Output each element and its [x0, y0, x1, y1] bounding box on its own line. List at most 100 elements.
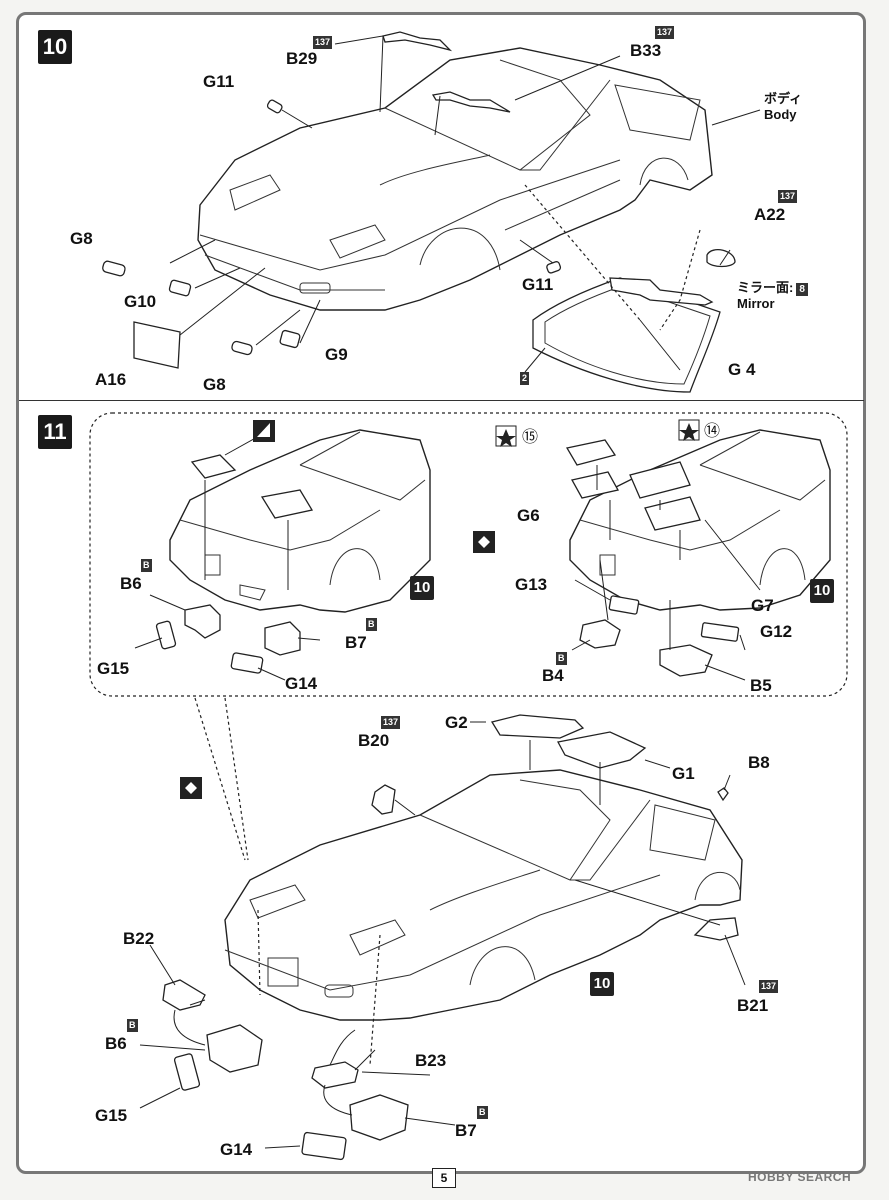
g4-tab — [609, 277, 714, 306]
g4-code: 2 — [520, 372, 530, 385]
ref-step-10-right: 10 — [810, 579, 834, 603]
label-b23: B23 — [415, 1051, 447, 1070]
g7-part — [644, 496, 701, 531]
b33-part — [431, 91, 511, 113]
ref-15: ⑮ — [522, 429, 539, 446]
b29-code: 137 — [313, 36, 333, 49]
label-b21: B21 — [737, 996, 769, 1015]
b6a-code: B — [141, 559, 152, 572]
vent-part-left — [190, 454, 237, 479]
label-b20: B20 — [358, 731, 390, 750]
label-b7-main: B7 — [455, 1121, 477, 1140]
g14a-part — [230, 652, 264, 674]
b20-code: 137 — [381, 716, 401, 729]
label-b4: B4 — [542, 666, 564, 685]
label-b5: B5 — [750, 676, 772, 695]
label-g14-detail: G14 — [285, 674, 318, 693]
ref-step-10-left: 10 — [410, 576, 434, 600]
label-a22: A22 — [754, 205, 786, 224]
ref-14: ⑭ — [704, 423, 721, 440]
b4-part — [579, 619, 621, 649]
g10-part — [168, 279, 192, 297]
b7b-part — [349, 1094, 409, 1141]
label-a16: A16 — [95, 370, 127, 389]
g4-windshield — [532, 277, 721, 393]
b33-code: 137 — [655, 26, 675, 39]
label-b8: B8 — [748, 753, 770, 772]
label-g8-bottom: G8 — [203, 375, 226, 394]
g6-top-part — [565, 439, 617, 466]
label-g10: G10 — [124, 292, 157, 311]
g7-top-part — [629, 461, 691, 499]
b7b-code: B — [477, 1106, 488, 1119]
label-g11-bottom: G11 — [522, 275, 554, 294]
b7a-code: B — [366, 618, 377, 631]
b22-part — [162, 979, 206, 1011]
assemble-direction-icon — [473, 531, 495, 553]
label-b22: B22 — [123, 929, 155, 948]
label-g7: G7 — [751, 596, 774, 615]
step-11-badge: 11 — [38, 415, 72, 449]
g1-part — [557, 731, 647, 769]
g14b-part — [301, 1131, 347, 1161]
label-g4: G 4 — [728, 360, 756, 379]
label-b6-detail: B6 — [120, 574, 142, 593]
page-frame — [16, 12, 866, 1174]
g12-part — [700, 622, 740, 642]
label-b7-detail: B7 — [345, 633, 367, 652]
label-g9: G9 — [325, 345, 348, 364]
ref-step-10-main: 10 — [590, 972, 614, 996]
label-mirror-en: Mirror — [737, 296, 775, 311]
label-b6-main: B6 — [105, 1034, 127, 1053]
label-b33: B33 — [630, 41, 662, 60]
g11a-part — [266, 99, 283, 114]
g15a-part — [155, 620, 177, 650]
label-g13: G13 — [515, 575, 548, 594]
g11b-part — [546, 261, 562, 274]
b29-part — [382, 31, 453, 52]
g15b-part — [173, 1053, 201, 1091]
label-g15-detail: G15 — [97, 659, 130, 678]
label-g2: G2 — [445, 713, 468, 732]
step-10-badge: 10 — [38, 30, 72, 64]
g8b-part — [231, 340, 253, 356]
b6b-part — [206, 1024, 263, 1073]
step10-car-body — [197, 47, 713, 311]
label-g6: G6 — [517, 506, 540, 525]
g2-part — [490, 714, 585, 739]
label-g15-main: G15 — [95, 1106, 128, 1125]
label-g12: G12 — [760, 622, 793, 641]
b5-part — [659, 644, 713, 677]
b6a-part — [184, 604, 221, 639]
b21-code: 137 — [759, 980, 779, 993]
b20-part — [371, 784, 396, 815]
b7a-part — [264, 621, 301, 656]
b23-part — [311, 1061, 359, 1089]
mirror-note: ミラー面:8 — [737, 280, 808, 296]
step11-main-car — [224, 769, 743, 1021]
b4-code: B — [556, 652, 567, 665]
step11-left-car — [169, 429, 431, 613]
g13-part — [608, 595, 640, 615]
label-g11-top: G11 — [203, 72, 235, 91]
b21-part — [693, 917, 739, 941]
vent-part-right — [260, 489, 314, 519]
a16-part — [133, 321, 181, 369]
b6b-code: B — [127, 1019, 138, 1032]
label-mirror-jp: ミラー面: — [737, 280, 794, 295]
label-b29: B29 — [286, 49, 318, 68]
label-body-en: Body — [764, 107, 797, 122]
a22-code: 137 — [778, 190, 798, 203]
step-divider — [19, 400, 864, 401]
watermark: HOBBY SEARCH — [748, 1170, 852, 1184]
g9-part — [279, 329, 301, 349]
g8a-part — [102, 260, 126, 277]
label-g8-left: G8 — [70, 229, 93, 248]
label-body-jp: ボディ — [764, 91, 803, 106]
assemble-direction-icon-2 — [180, 777, 202, 799]
mirror-code: 8 — [796, 283, 808, 296]
page-number: 5 — [432, 1168, 456, 1188]
label-g14-main: G14 — [220, 1140, 253, 1159]
step11-detail-box — [89, 412, 848, 697]
